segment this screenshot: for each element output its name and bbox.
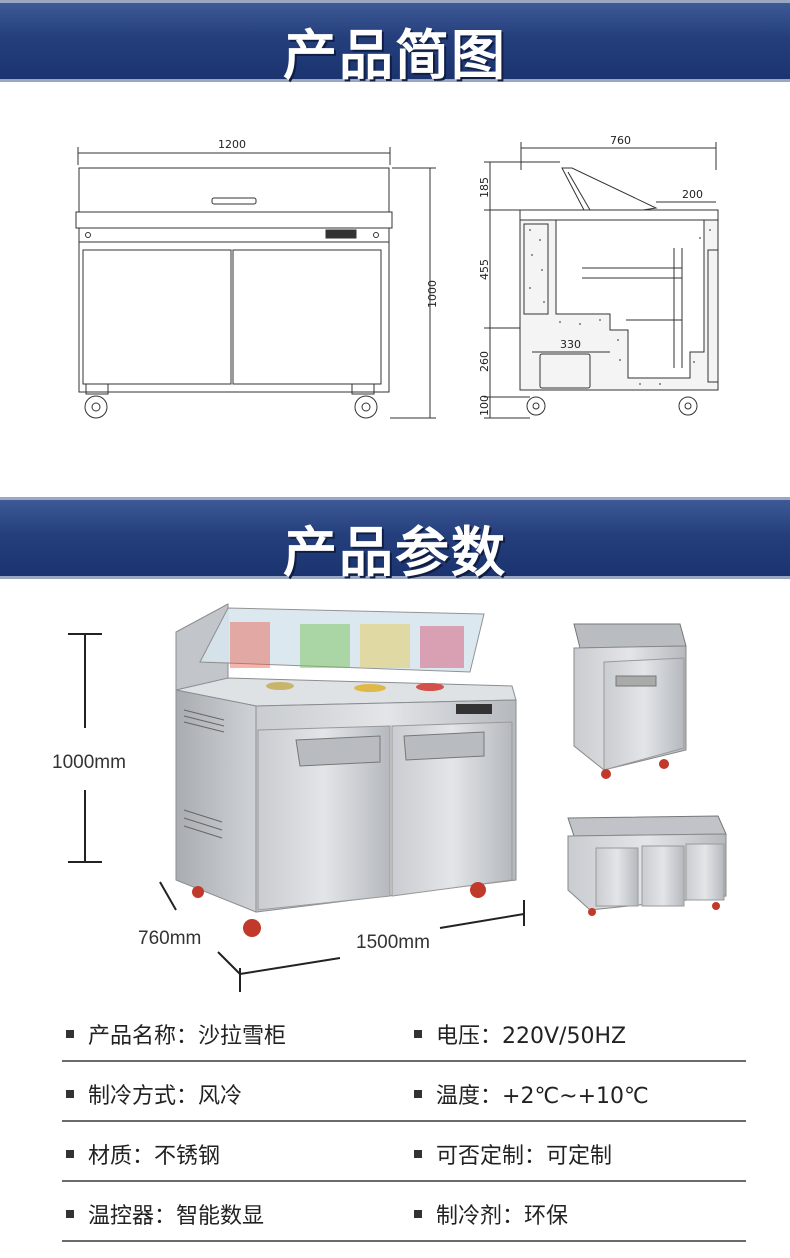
spec-value: 环保	[524, 1204, 569, 1229]
side-pan-label: 330	[560, 338, 581, 351]
spec-item: 制冷剂：环保	[414, 1198, 568, 1230]
depth-label: 760mm	[138, 928, 202, 949]
spec-label: 可否定制：	[436, 1144, 547, 1169]
section-banner-diagram: 产品简图	[0, 0, 790, 87]
spec-value: 可定制	[546, 1144, 613, 1169]
bullet-icon	[414, 1210, 422, 1218]
side-h1-label: 185	[478, 177, 491, 198]
spec-row: 温控器：智能数显 制冷剂：环保	[62, 1182, 746, 1242]
front-width-label: 1200	[218, 138, 246, 151]
spec-value: 220V/50HZ	[502, 1024, 627, 1049]
bullet-icon	[414, 1030, 422, 1038]
spec-label: 温控器：	[88, 1204, 177, 1229]
spec-item: 产品名称：沙拉雪柜	[66, 1018, 286, 1050]
bullet-icon	[414, 1090, 422, 1098]
spec-item: 温控器：智能数显	[66, 1198, 264, 1230]
height-label: 1000mm	[52, 752, 126, 773]
front-height-label: 1000	[426, 280, 439, 308]
spec-label: 电压：	[436, 1024, 503, 1049]
spec-item: 电压：220V/50HZ	[414, 1018, 626, 1050]
bullet-icon	[66, 1210, 74, 1218]
section-banner-params: 产品参数	[0, 497, 790, 584]
side-h3-label: 260	[478, 351, 491, 372]
spec-value: 不锈钢	[154, 1144, 221, 1169]
spec-label: 温度：	[436, 1084, 503, 1109]
spec-item: 可否定制：可定制	[414, 1138, 612, 1170]
product-illustration	[68, 603, 727, 992]
spec-label: 制冷剂：	[436, 1204, 525, 1229]
side-h4-label: 100	[478, 395, 491, 416]
spec-row: 材质：不锈钢 可否定制：可定制	[62, 1122, 746, 1182]
spec-label: 材质：	[88, 1144, 155, 1169]
section-title-diagram: 产品简图	[283, 24, 507, 87]
bullet-icon	[66, 1090, 74, 1098]
side-depth-label: 760	[610, 134, 631, 147]
spec-label: 制冷方式：	[88, 1084, 199, 1109]
spec-value: 风冷	[198, 1084, 243, 1109]
section-title-params: 产品参数	[283, 521, 507, 584]
side-h2-label: 455	[478, 259, 491, 280]
spec-item: 材质：不锈钢	[66, 1138, 220, 1170]
spec-value: 沙拉雪柜	[198, 1024, 287, 1049]
spec-item: 制冷方式：风冷	[66, 1078, 242, 1110]
spec-label: 产品名称：	[88, 1024, 199, 1049]
spec-value: 智能数显	[176, 1204, 265, 1229]
bullet-icon	[66, 1150, 74, 1158]
technical-drawing: 1200 1000 760 200 185 455 260 100 330	[75, 134, 719, 419]
spec-table: 产品名称：沙拉雪柜 电压：220V/50HZ 制冷方式：风冷 温度：+2℃~+1…	[62, 1002, 746, 1242]
bullet-icon	[414, 1150, 422, 1158]
spec-value: +2℃~+10℃	[502, 1084, 649, 1109]
width-label: 1500mm	[356, 932, 430, 953]
bullet-icon	[66, 1030, 74, 1038]
spec-row: 制冷方式：风冷 温度：+2℃~+10℃	[62, 1062, 746, 1122]
spec-row: 产品名称：沙拉雪柜 电压：220V/50HZ	[62, 1002, 746, 1062]
spec-item: 温度：+2℃~+10℃	[414, 1078, 649, 1110]
side-top-label: 200	[682, 188, 703, 201]
